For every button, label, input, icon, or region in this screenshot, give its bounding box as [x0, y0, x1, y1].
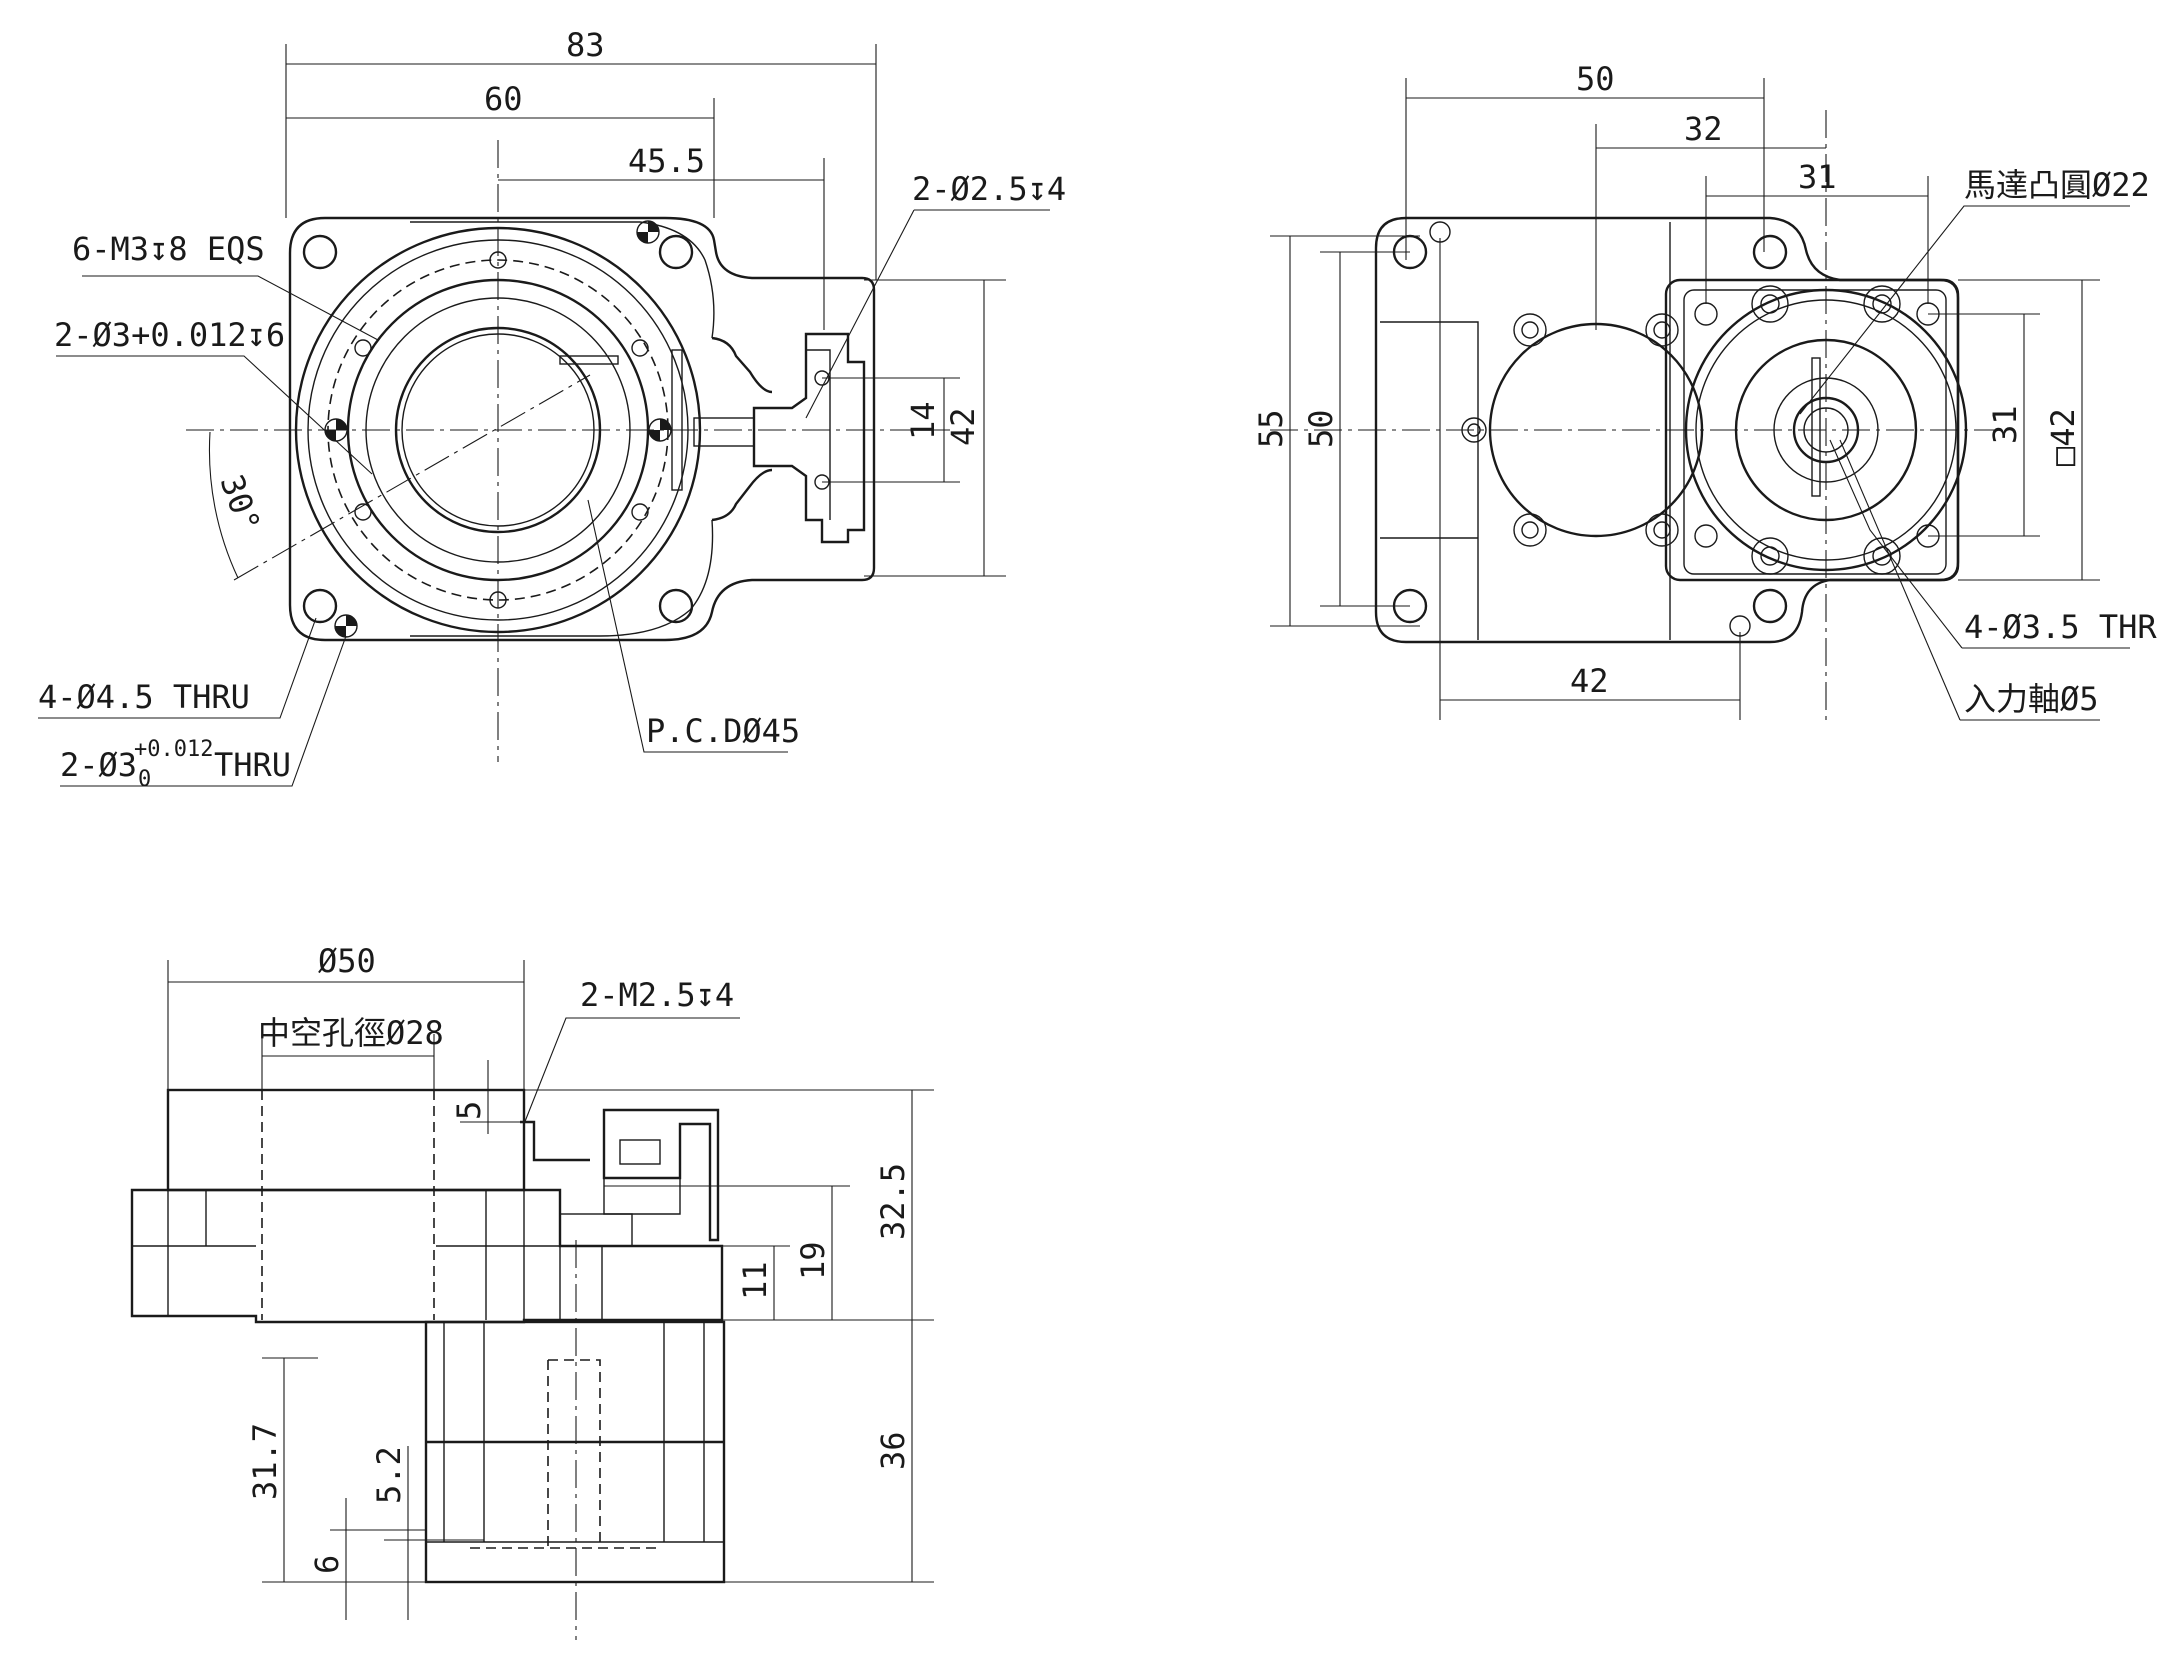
side-body	[130, 1188, 724, 1324]
top-leader-small-holes	[805, 209, 915, 419]
top-leader-thru-pin	[60, 635, 347, 787]
top-shaft	[693, 417, 755, 447]
rear-note-holes: 4-Ø3.5 THRU	[1964, 608, 2158, 646]
top-m3-hole-5	[354, 503, 372, 521]
top-pin-marker-3	[636, 220, 660, 244]
top-dim-83: 83	[566, 26, 605, 64]
rear-dim-42: 42	[1570, 662, 1609, 700]
top-leader-pins	[56, 355, 373, 475]
top-note-thru-pin-tol-upper: +0.012	[134, 737, 213, 762]
top-pin-marker-4	[334, 614, 358, 638]
top-dim-60: 60	[484, 80, 523, 118]
top-m3-hole-6	[631, 503, 649, 521]
rear-mount-hole-4	[1752, 588, 1788, 624]
top-dim-14: 14	[904, 401, 942, 440]
side-connector	[602, 1108, 720, 1242]
top-m3-hole-4	[631, 339, 649, 357]
rear-leader-holes	[1829, 439, 1963, 649]
side-dim-50: Ø50	[318, 942, 376, 980]
side-dim-5-2: 5.2	[370, 1446, 408, 1504]
rear-note-motor-boss: 馬達凸圓Ø22	[1964, 166, 2150, 204]
top-note-thru-pin-tol-lower: 0	[138, 767, 151, 792]
rear-motor-bolts	[1751, 285, 1901, 575]
top-centerline-30	[233, 374, 591, 581]
rear-plate-inner	[1380, 321, 1479, 640]
top-note-pins: 2-Ø3+0.012↧6	[54, 316, 285, 354]
rear-dim-50: 50	[1576, 60, 1615, 98]
rear-note-input-shaft: 入力軸Ø5	[1964, 680, 2099, 718]
side-hidden-shaft	[470, 1359, 660, 1549]
top-housing-outline	[288, 216, 876, 642]
side-dim-11: 11	[736, 1261, 774, 1300]
top-view: 83 60 45.5 6-M3↧8 EQS 2-Ø3+0.012↧6 2-Ø2.…	[38, 26, 1066, 792]
side-dim-5: 5	[450, 1101, 488, 1120]
top-mount-hole-1	[302, 234, 338, 270]
rear-dim-31v: 31	[1986, 405, 2024, 444]
side-connector-base	[603, 1178, 681, 1215]
side-dim-6: 6	[308, 1555, 346, 1574]
rear-leader-shaft	[1839, 439, 1961, 721]
top-neck	[711, 336, 773, 522]
top-note-pcd: P.C.DØ45	[646, 712, 800, 750]
top-dim-30-arc	[208, 431, 239, 579]
rear-mount-hole-2	[1752, 234, 1788, 270]
top-connector	[752, 332, 866, 544]
side-dim-32-5: 32.5	[874, 1163, 912, 1240]
rear-shaft-slot	[1811, 357, 1821, 497]
side-dim-31-7: 31.7	[246, 1423, 284, 1500]
top-mount-hole-3	[302, 588, 338, 624]
top-note-mount-holes: 4-Ø4.5 THRU	[38, 678, 250, 716]
top-leader-screws	[82, 275, 379, 341]
rear-dim-50v: 50	[1302, 409, 1340, 448]
rear-dim-square: □42	[2044, 408, 2082, 466]
top-dim-42: 42	[944, 407, 982, 446]
rear-view: 50 32 31 55 50 42 31 □42 馬達凸圓Ø22 4-Ø3.5 …	[1252, 60, 2158, 721]
top-connector-inner	[806, 349, 831, 520]
top-note-screws: 6-M3↧8 EQS	[72, 230, 265, 268]
side-tap-bracket	[520, 1120, 590, 1162]
top-dim-45-5: 45.5	[628, 142, 705, 180]
top-leader-mount	[38, 617, 317, 719]
top-note-thru-pin: 2-Ø3	[60, 746, 137, 784]
side-dim-19: 19	[794, 1241, 832, 1280]
side-connector-pin	[619, 1139, 661, 1165]
top-mount-hole-2	[658, 234, 694, 270]
top-cable-guide	[671, 349, 683, 491]
side-motor-body	[424, 1320, 726, 1584]
side-note-tap: 2-M2.5↧4	[580, 976, 734, 1014]
rear-leader-motor-boss	[1799, 205, 2130, 415]
side-view: Ø50 中空孔徑Ø28 2-M2.5↧4 5 11 19 32.5 36 31.…	[130, 942, 934, 1640]
side-leader-tap	[523, 1017, 740, 1125]
rear-dim-32: 32	[1684, 110, 1723, 148]
top-note-small-holes: 2-Ø2.5↧4	[912, 170, 1066, 208]
side-cable-block	[559, 1213, 633, 1247]
top-housing-inner	[410, 221, 715, 637]
top-bore-slot	[559, 355, 619, 365]
rear-dim-31: 31	[1798, 158, 1837, 196]
top-dim-30: 30°	[212, 470, 267, 537]
top-m3-hole-3	[354, 339, 372, 357]
top-note-thru-pin-suffix: THRU	[214, 746, 291, 784]
top-leader-pcd	[587, 499, 788, 753]
top-mount-hole-4	[658, 588, 694, 624]
side-note-hollow: 中空孔徑Ø28	[258, 1014, 444, 1052]
rear-dim-55: 55	[1252, 409, 1290, 448]
side-dim-36: 36	[874, 1431, 912, 1470]
